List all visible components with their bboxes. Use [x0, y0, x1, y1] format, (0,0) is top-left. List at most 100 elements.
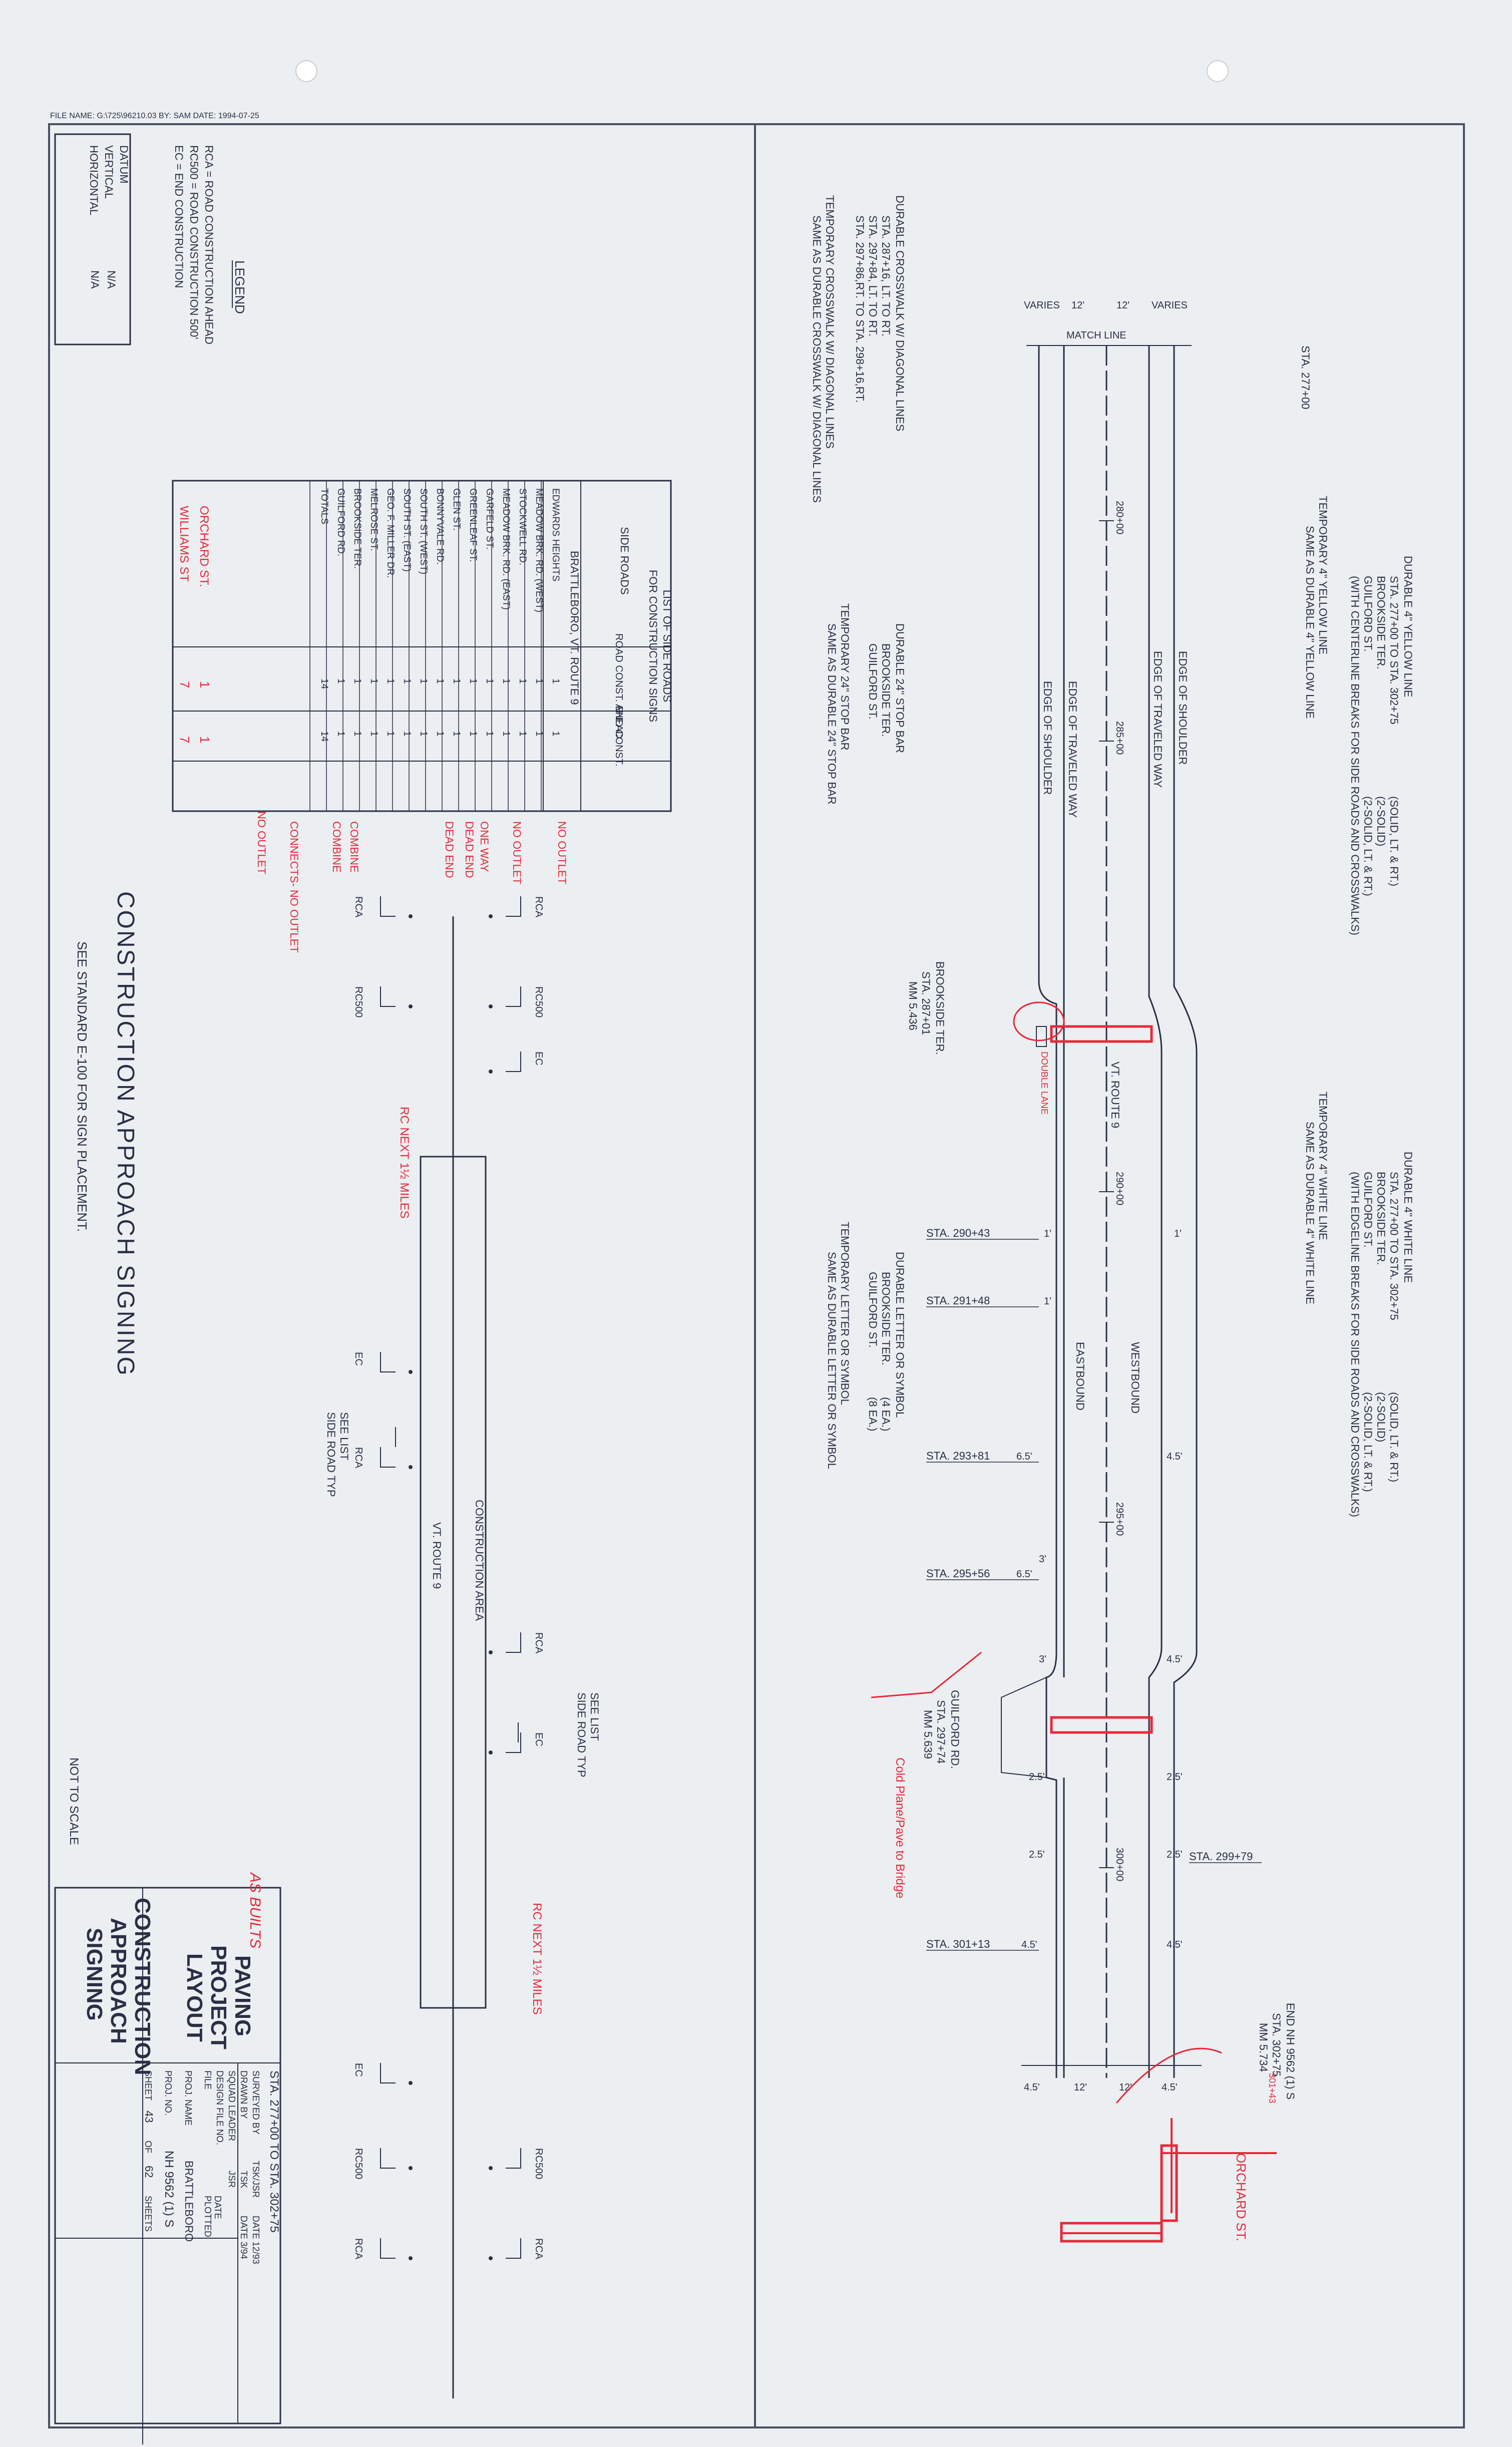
legend-box [54, 133, 131, 345]
side-road-typ: SIDE ROAD TYP [575, 1692, 588, 1778]
station-callout: STA. 291+48 [926, 1294, 990, 1307]
note-line: (2-SOLID, LT. & RT.) [1362, 796, 1374, 896]
table-cell-rca: 1 [468, 678, 478, 684]
table-cell-ec: 1 [451, 731, 462, 737]
sign-label: RCA [533, 1632, 544, 1654]
sign-post [409, 914, 413, 918]
table-cell-ec: 1 [385, 731, 396, 737]
sheet-total: 62 [143, 2166, 155, 2178]
sign-post [409, 1370, 413, 1374]
note-line: SAME AS DURABLE 4" YELLOW LINE [1304, 526, 1316, 719]
as-built-note: AS BUILTS [247, 1872, 263, 1948]
redline-note: 301+43 [1267, 2073, 1277, 2104]
sign-label: RC500 [353, 2148, 364, 2179]
survey-date: DATE 12/93 [251, 2216, 261, 2264]
dimension-label: 2.5' [1029, 1849, 1045, 1860]
match-dim: 12' [1071, 300, 1084, 311]
redline-note: RC NEXT 1½ MILES [398, 1107, 411, 1219]
approach-subtitle: SEE STANDARD E-100 FOR SIGN PLACEMENT. [75, 941, 90, 1232]
sign-label: RCA [353, 896, 364, 918]
col-header-rca: ROAD CONST. AHEAD [613, 633, 624, 739]
station-label: 285+00 [1114, 721, 1125, 755]
note-line: SAME AS DURABLE LETTER OR SYMBOL [826, 1252, 838, 1469]
table-cell-road: MEADOW BRK. RD. (EAST) [501, 488, 511, 610]
sign-symbol [380, 2063, 396, 2083]
dimension-label: 4.5' [1162, 2082, 1178, 2093]
table-cell-road: BROOKSIDE TER. [352, 488, 362, 569]
station-callout: STA. 290+43 [926, 1227, 990, 1239]
see-list: SEE LIST [588, 1692, 601, 1741]
note-line: (WITH CENTERLINE BREAKS FOR SIDE ROADS A… [1349, 576, 1361, 935]
dimension-label: 4.5' [1167, 1654, 1183, 1665]
sign-symbol [506, 1732, 521, 1753]
note-line: GUILFORD ST. [867, 1272, 879, 1348]
match-dim: 12' [1116, 300, 1129, 311]
surveyed-by-label: SURVEYED BY [251, 2070, 261, 2135]
sign-post [489, 914, 493, 918]
table-cell-road: GARFELD ST. [484, 488, 495, 549]
proj-name-label: PROJ. NAME [183, 2070, 193, 2126]
redline-note: ONE WAY [478, 821, 491, 872]
table-cell-ec: 1 [468, 731, 478, 737]
end-project: END NH 9562 (1) S [1284, 2003, 1297, 2100]
plotted-label: PLOTTED [203, 2196, 213, 2237]
dimension-label: 4.5' [1021, 1939, 1037, 1950]
edge-label: EDGE OF TRAVELED WAY [1066, 681, 1079, 818]
table-title: LIST OF SIDE ROADS [661, 590, 673, 703]
table-cell-road: GUILFORD RD. [335, 488, 346, 556]
datum-label: DATUM [118, 145, 130, 184]
sign-post [409, 2256, 413, 2260]
note-line: BROOKSIDE TER. [880, 1272, 892, 1365]
approach-title: CONSTRUCTION APPROACH SIGNING [112, 891, 139, 1377]
note-line: SAME AS DURABLE CROSSWALK W/ DIAGONAL LI… [811, 215, 823, 503]
datum-value: N/A [89, 270, 101, 289]
table-cell-ec: 1 [335, 731, 346, 737]
see-list: SEE LIST [338, 1412, 350, 1461]
sign-symbol [506, 2238, 521, 2259]
drawn-date: DATE 3/94 [239, 2216, 249, 2259]
match-dim: VARIES [1024, 300, 1060, 311]
sign-symbol [506, 896, 521, 917]
dimension-label: 4.5' [1167, 1451, 1183, 1462]
note-yellow-temp: TEMPORARY 4" YELLOW LINE [1317, 496, 1329, 654]
redline-note: COMBINE [330, 821, 343, 873]
note-line: BROOKSIDE TER. [880, 643, 892, 737]
note-line: (4 EA.) [880, 1397, 892, 1431]
end-station: STA. 302+75 [1270, 2013, 1283, 2076]
dimension-label: 3' [1039, 1654, 1046, 1665]
table-cell-ec: 1 [368, 731, 379, 737]
station-callout: STA. 293+81 [926, 1450, 990, 1462]
sign-post [489, 2256, 493, 2260]
brookside-station: STA. 287+01 [920, 971, 932, 1035]
table-cell-ec: 1 [352, 731, 362, 737]
direction-label: WESTBOUND [1129, 1342, 1142, 1414]
side-roads-table [172, 480, 672, 812]
sign-label: RCA [533, 896, 544, 918]
sheet-label: SHEET [143, 2070, 153, 2101]
sign-post [409, 1465, 413, 1469]
note-white-temp: TEMPORARY 4" WHITE LINE [1317, 1092, 1329, 1240]
edge-label: EDGE OF SHOULDER [1041, 681, 1054, 795]
redline-note: NO OUTLET [556, 821, 568, 884]
approach-schematic [395, 916, 519, 2398]
sign-post [489, 2166, 493, 2170]
sign-symbol [506, 1632, 521, 1653]
sign-post [489, 1751, 493, 1755]
table-cell-road: MELROSE ST. [368, 488, 379, 551]
not-to-scale: NOT TO SCALE [67, 1758, 81, 1845]
table-cell-rca: 1 [501, 678, 511, 684]
table-cell-ec: 1 [550, 731, 561, 737]
construction-area [420, 1156, 487, 2009]
sign-symbol [506, 986, 521, 1007]
note-line: STA. 277+00 TO STA. 302+75 [1388, 576, 1400, 725]
note-white-durable: DURABLE 4" WHITE LINE [1402, 1152, 1414, 1283]
table-cell-rca: 1 [352, 678, 362, 684]
table-cell-rca: 1 [534, 678, 544, 684]
redline-note: DEAD END [443, 821, 456, 878]
sign-symbol [506, 2148, 521, 2169]
road-plan [1001, 345, 1202, 2078]
redline-table-road: ORCHARD ST. [197, 506, 211, 587]
sign-label: RCA [353, 2238, 364, 2260]
direction-label: EASTBOUND [1074, 1342, 1086, 1411]
